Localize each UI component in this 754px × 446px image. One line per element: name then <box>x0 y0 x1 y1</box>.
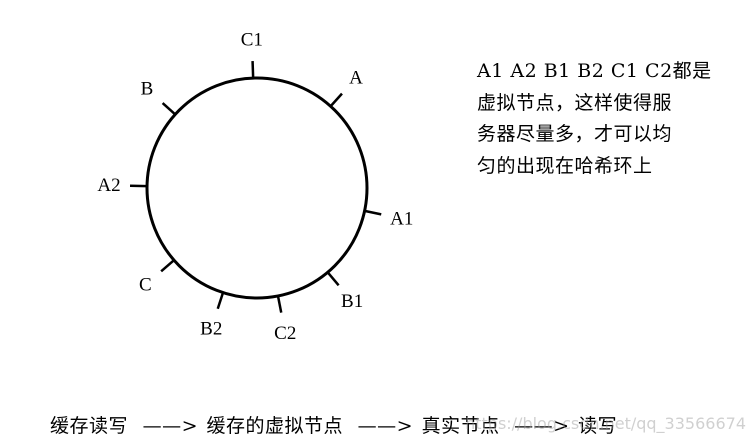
node-tick-c <box>160 259 175 273</box>
node-label-c2: C2 <box>274 323 296 344</box>
node-tick-a <box>329 92 343 108</box>
node-label-b1: B1 <box>341 291 363 312</box>
node-tick-b2 <box>216 292 225 310</box>
node-label-a: A <box>349 68 363 89</box>
watermark: https://blog.csdn.net/qq_33566674 <box>465 414 746 433</box>
note-line: 务器尽量多，才可以均 <box>477 123 673 145</box>
node-tick-c2 <box>276 295 283 313</box>
flow-step-read-write: 读写 <box>578 415 618 437</box>
node-label-a2: A2 <box>97 175 120 196</box>
flow-arrow: ——> <box>514 415 570 437</box>
node-tick-a1 <box>364 209 382 216</box>
flow-arrow: ——> <box>357 415 414 437</box>
node-tick-c1 <box>251 61 255 79</box>
note-line: 匀的出现在哈希环上 <box>477 154 653 177</box>
node-tick-b1 <box>326 271 340 287</box>
flow-step-real-node: 真实节点 <box>421 415 500 437</box>
hash-ring <box>145 76 369 300</box>
node-label-b2: B2 <box>200 318 222 339</box>
note-line: A1 A2 B1 B2 C1 C2都是 <box>477 60 712 82</box>
request-flow: 缓存读写 ——> 缓存的虚拟节点 ——> 真实节点 ——> 读写 <box>50 411 617 441</box>
node-label-c1: C1 <box>241 30 263 51</box>
note-line: 虚拟节点，这样使得服 <box>477 91 673 114</box>
node-label-c: C <box>139 275 152 296</box>
flow-step-virtual-node: 缓存的虚拟节点 <box>206 415 344 437</box>
flow-arrow: ——> <box>142 415 198 437</box>
node-label-b: B <box>141 78 154 99</box>
node-tick-b <box>161 102 177 116</box>
explanation-note: A1 A2 B1 B2 C1 C2都是 虚拟节点，这样使得服 务器尽量多，才可以… <box>477 56 747 182</box>
flow-step-cache-rw: 缓存读写 <box>50 415 129 437</box>
node-label-a1: A1 <box>390 208 413 229</box>
